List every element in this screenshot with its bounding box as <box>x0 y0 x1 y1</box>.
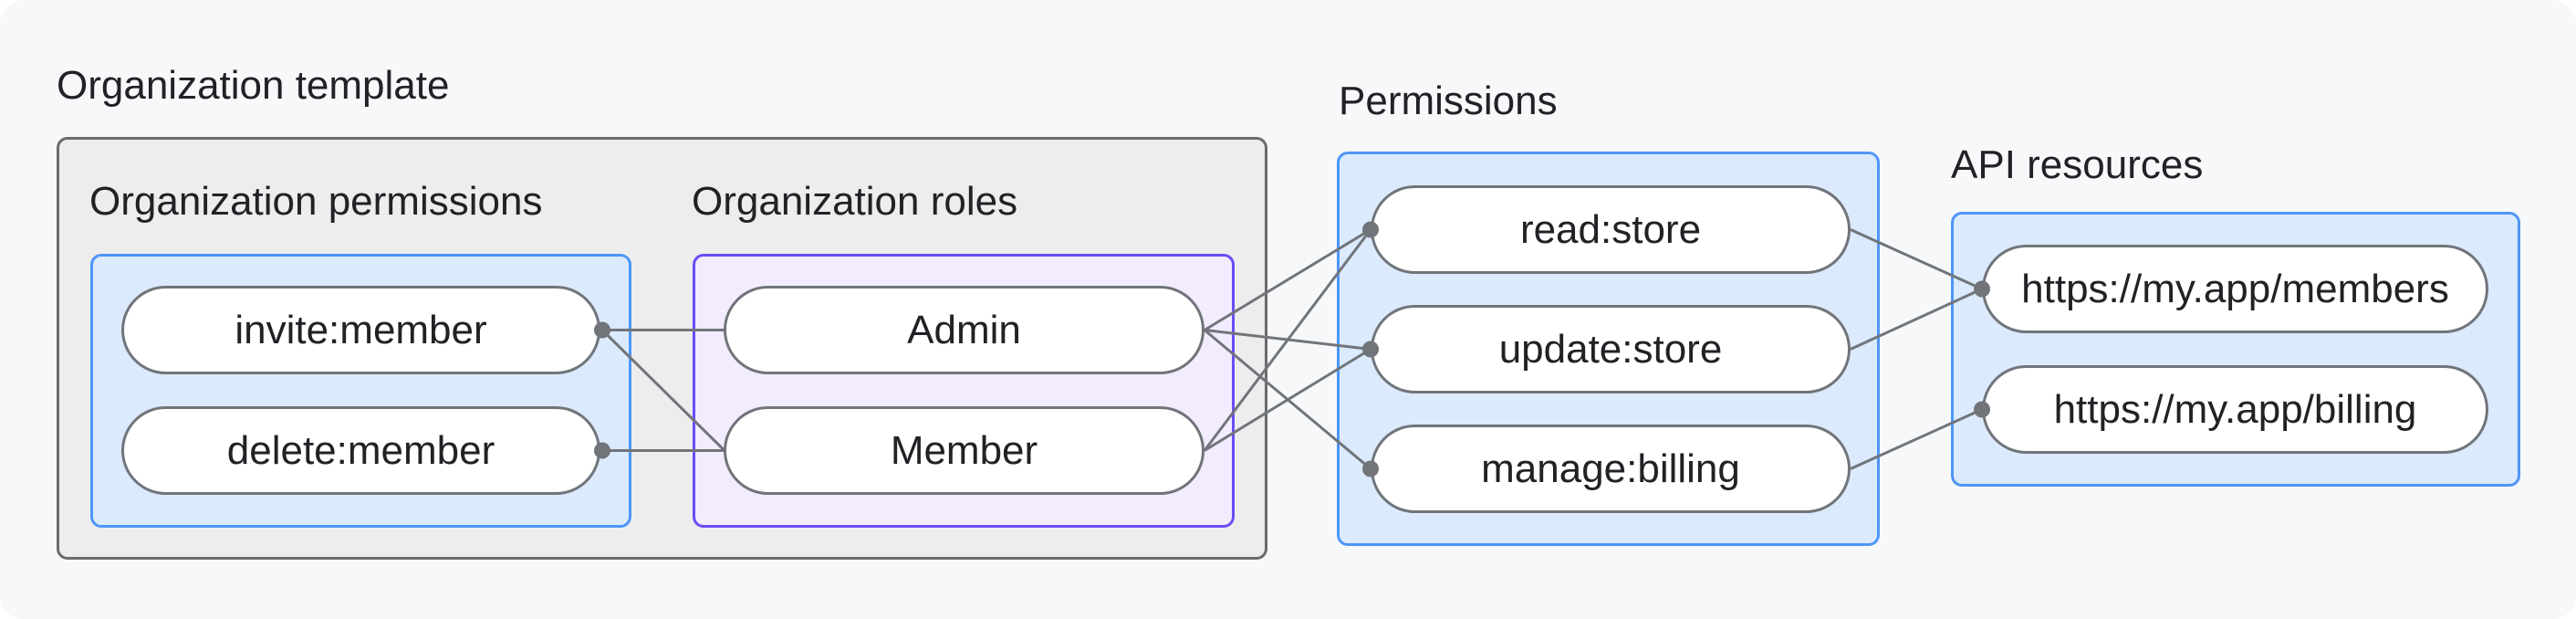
node-api-billing: https://my.app/billing <box>1982 365 2488 454</box>
api-resources-label: API resources <box>1951 142 2204 187</box>
permissions-label: Permissions <box>1339 79 1558 123</box>
node-admin: Admin <box>724 286 1205 374</box>
node-invite-member: invite:member <box>121 286 600 374</box>
org-permissions-label: Organization permissions <box>89 179 543 224</box>
node-member: Member <box>724 406 1205 495</box>
node-delete-member: delete:member <box>121 406 600 495</box>
node-update-store: update:store <box>1371 305 1851 393</box>
org-template-label: Organization template <box>57 63 450 108</box>
org-roles-label: Organization roles <box>692 179 1018 224</box>
node-manage-billing: manage:billing <box>1371 425 1851 513</box>
node-api-members: https://my.app/members <box>1982 245 2488 333</box>
node-read-store: read:store <box>1371 185 1851 274</box>
